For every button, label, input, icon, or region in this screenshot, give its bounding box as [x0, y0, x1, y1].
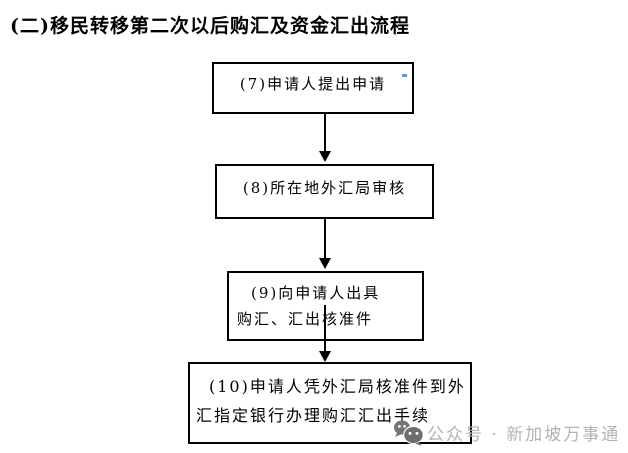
flow-step-10-box: (10)申请人凭外汇局核准件到外 汇指定银行办理购汇汇出手续	[188, 362, 472, 444]
watermark-label: 公众号 · 新加坡万事通	[427, 425, 621, 445]
watermark: 公众号 · 新加坡万事通	[393, 419, 620, 446]
flow-step-10-label-line2: 汇指定银行办理购汇汇出手续	[196, 406, 431, 425]
blue-mark-artifact	[402, 74, 407, 77]
arrowhead-down-icon	[319, 151, 331, 162]
connector-line-step7-step8	[324, 114, 326, 152]
arrowhead-down-icon	[319, 258, 331, 269]
flow-step-10-label-line1: (10)申请人凭外汇局核准件到外	[209, 377, 466, 396]
flow-step-8-box: (8)所在地外汇局审核	[215, 164, 434, 219]
section-title: (二)移民转移第二次以后购汇及资金汇出流程	[10, 15, 410, 37]
arrowhead-down-icon	[319, 351, 331, 362]
connector-line-step8-step9	[324, 219, 326, 259]
flow-step-9-label-line2: 购汇、汇出核准件	[237, 310, 374, 328]
wechat-icon	[393, 419, 424, 446]
flow-step-7-label: (7)申请人提出申请	[239, 75, 387, 93]
flow-step-7-box: (7)申请人提出申请	[212, 62, 414, 114]
connector-line-step9-step10	[324, 305, 326, 352]
flow-step-8-label: (8)所在地外汇局审核	[242, 178, 407, 197]
flow-step-9-label-line1: (9)向申请人出具	[251, 284, 381, 302]
